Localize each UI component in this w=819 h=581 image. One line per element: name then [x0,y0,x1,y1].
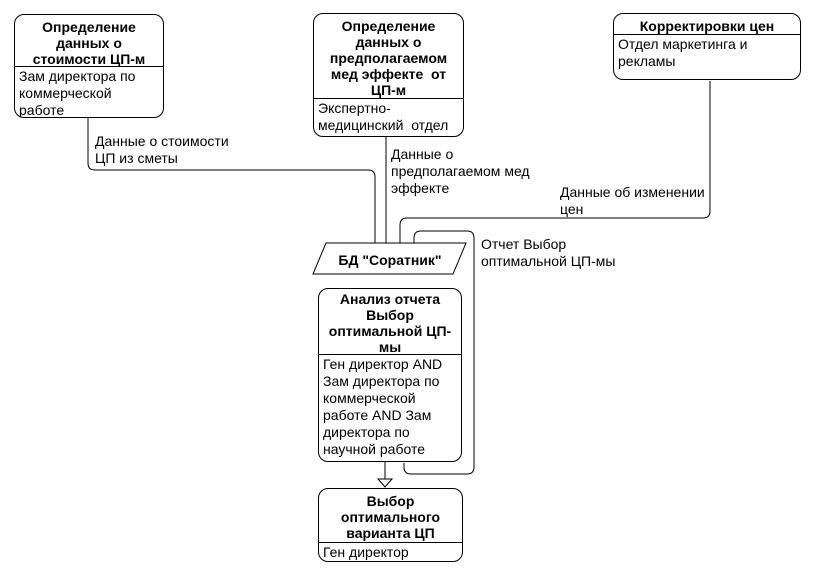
node-cost-title: Определение данных о стоимости ЦП-м [15,15,163,67]
node-cost-definition[interactable]: Определение данных о стоимости ЦП-м Зам … [14,14,164,118]
node-optimal-choice[interactable]: Выбор оптимального варианта ЦП Ген дирек… [318,488,463,562]
db-soratnik-shape[interactable] [312,242,467,275]
edge-label-price-change-data: Данные об изменении цен [560,184,705,217]
node-pricecorr-performer: Отдел маркетинга и рекламы [618,36,748,69]
node-medeffect-title: Определение данных о предполагаемом мед … [314,14,463,99]
node-medeffect-performer: Экспертно- медицинский отдел [318,100,449,133]
db-soratnik-label: БД "Соратник" [338,252,442,268]
edge-label-cost-data: Данные о стоимости ЦП из сметы [95,133,229,166]
node-analysis-title: Анализ отчета Выбор оптимальной ЦП- мы [319,289,461,355]
node-cost-performer: Зам директора по коммерческой работе [19,68,136,118]
arrowhead-icon [376,478,394,488]
edge-db-report-to-analysis[interactable] [403,230,475,475]
node-report-analysis[interactable]: Анализ отчета Выбор оптимальной ЦП- мы Г… [318,288,462,462]
node-choice-title: Выбор оптимального варианта ЦП [319,489,462,543]
edge-label-medeffect-data: Данные о предполагаемом мед эффекте [391,146,530,196]
edge-cost-to-db[interactable] [87,118,376,243]
node-pricecorr-title: Корректировки цен [614,14,800,35]
node-choice-performer: Ген директор [323,544,409,560]
edge-label-report: Отчет Выбор оптимальной ЦП-мы [481,236,616,269]
edge-pricecorr-to-db[interactable] [399,81,711,243]
node-medeffect-definition[interactable]: Определение данных о предполагаемом мед … [313,13,464,137]
node-analysis-performer: Ген директор AND Зам директора по коммер… [323,356,443,457]
node-price-corrections[interactable]: Корректировки цен Отдел маркетинга и рек… [613,13,801,80]
